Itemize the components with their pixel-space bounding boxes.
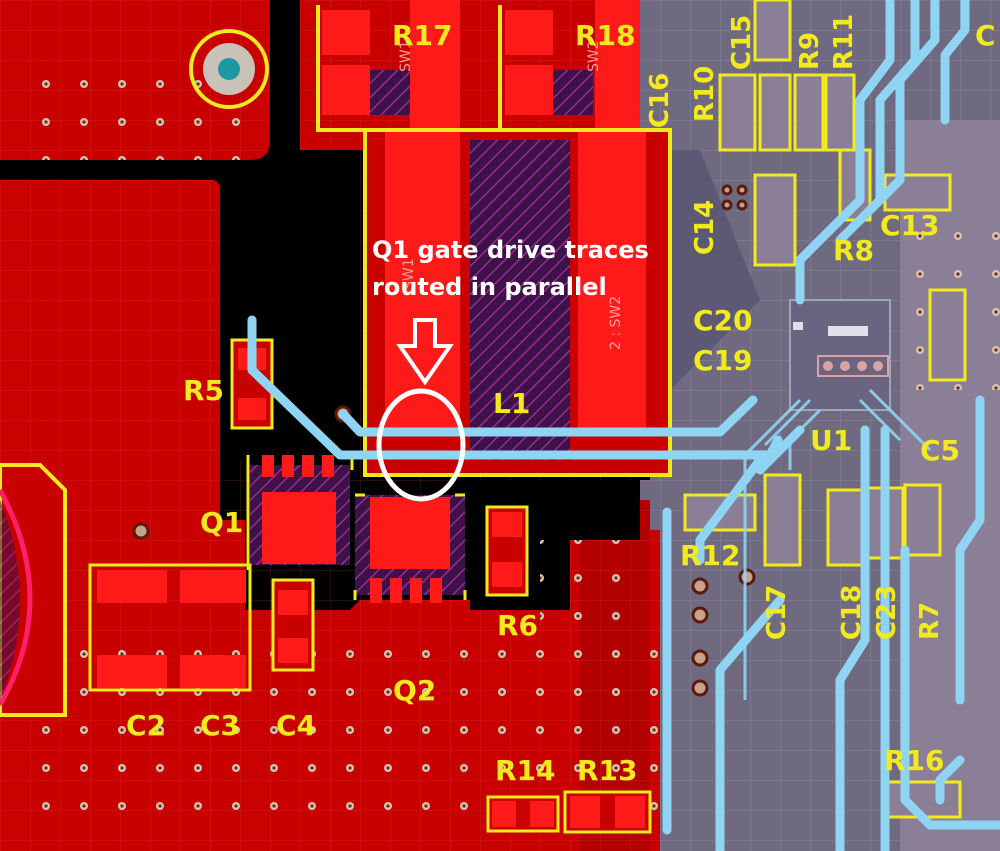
bulk-capacitor-outline	[0, 463, 67, 717]
mounting-hole	[189, 29, 269, 109]
annotation-line-2: routed in parallel	[372, 273, 607, 301]
bottom-layer-thin-traces	[743, 388, 932, 700]
r17-r18-pads	[316, 0, 640, 132]
designators: R17 R18 C15 R9 R11 C16 R10 C14 C13 R8 C2…	[126, 14, 996, 787]
annotation: Q1 gate drive traces routed in parallel	[372, 236, 649, 502]
designator-R9: R9	[795, 32, 825, 70]
net-labels: SW1 2 : SW2 SW1 SW2	[398, 40, 624, 350]
designator-R16: R16	[884, 744, 945, 777]
designator-C15: C15	[727, 15, 757, 70]
designator-R12: R12	[680, 539, 741, 572]
mosfet-Q1	[246, 455, 354, 570]
designator-Q1: Q1	[200, 506, 243, 539]
designator-C17: C17	[762, 585, 792, 640]
net-label-sw1: SW1	[401, 258, 417, 290]
designator-C4: C4	[276, 709, 316, 742]
designator-R5: R5	[183, 374, 224, 407]
via-column	[132, 184, 756, 697]
designator-R10: R10	[690, 66, 720, 122]
designator-R8: R8	[833, 234, 874, 267]
designator-R14: R14	[495, 754, 556, 787]
bottom-layer-traces	[247, 0, 1000, 851]
designator-C19: C19	[693, 344, 753, 377]
designator-R7: R7	[915, 602, 945, 640]
annotation-line-1: Q1 gate drive traces	[372, 236, 649, 264]
designator-C18: C18	[837, 585, 867, 640]
designator-R6: R6	[497, 609, 538, 642]
designator-Q2: Q2	[393, 674, 436, 707]
inductor-L1	[363, 128, 672, 477]
designator-C-edge: C	[975, 19, 996, 52]
designator-C23: C23	[872, 585, 902, 640]
designator-U1: U1	[810, 424, 852, 457]
down-arrow-icon	[396, 318, 454, 386]
designator-R11: R11	[829, 14, 859, 70]
designator-R13: R13	[577, 754, 638, 787]
designator-L1: L1	[493, 387, 530, 420]
mosfet-Q2	[353, 493, 467, 603]
designator-C20: C20	[693, 304, 753, 337]
designator-C16: C16	[645, 73, 675, 128]
net-label-sw-a: SW1	[398, 40, 414, 72]
designator-C13: C13	[880, 209, 940, 242]
designator-C5: C5	[920, 434, 960, 467]
net-label-sw-b: SW2	[586, 40, 602, 72]
designator-C14: C14	[690, 200, 720, 255]
designator-R18: R18	[575, 19, 636, 52]
passive-pads	[88, 338, 652, 834]
net-label-sw2: 2 : SW2	[608, 296, 624, 350]
designator-C3: C3	[200, 709, 240, 742]
highlight-ellipse	[376, 388, 466, 502]
designator-C2: C2	[126, 709, 166, 742]
designator-R17: R17	[392, 19, 453, 52]
